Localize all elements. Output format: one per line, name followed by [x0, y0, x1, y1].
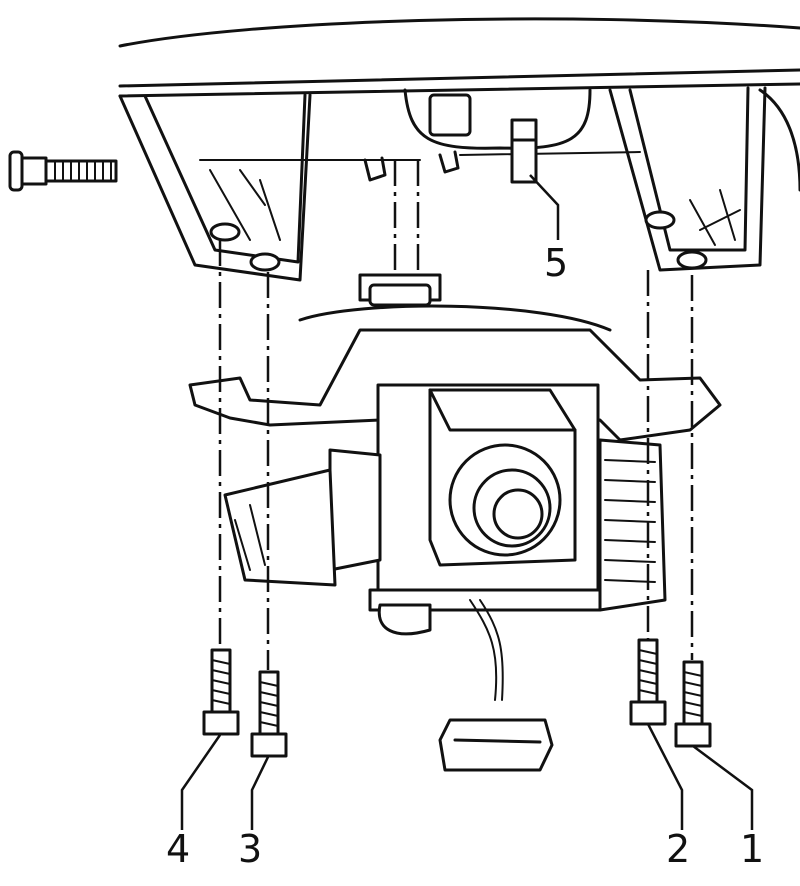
right-mounting-bracket [608, 86, 767, 272]
callout-1: 1 [740, 827, 764, 871]
bolt-4 [202, 648, 240, 736]
alignment-lines [218, 160, 694, 670]
wiring-harness-connector [438, 599, 554, 772]
steering-column-assembly [188, 273, 722, 636]
bolt-2 [629, 638, 667, 726]
retaining-hooks [363, 150, 460, 182]
dashboard-crossmember [118, 17, 800, 192]
bolt-1 [674, 660, 712, 748]
bolt-3 [250, 670, 288, 758]
callout-4: 4 [166, 827, 190, 871]
long-bolt [8, 150, 118, 192]
callout-5: 5 [544, 241, 568, 285]
callout-3: 3 [238, 827, 262, 871]
callout-2: 2 [666, 827, 690, 871]
left-mounting-bracket [118, 93, 312, 282]
bolt-5 [510, 118, 538, 184]
leader-lines [180, 174, 754, 830]
